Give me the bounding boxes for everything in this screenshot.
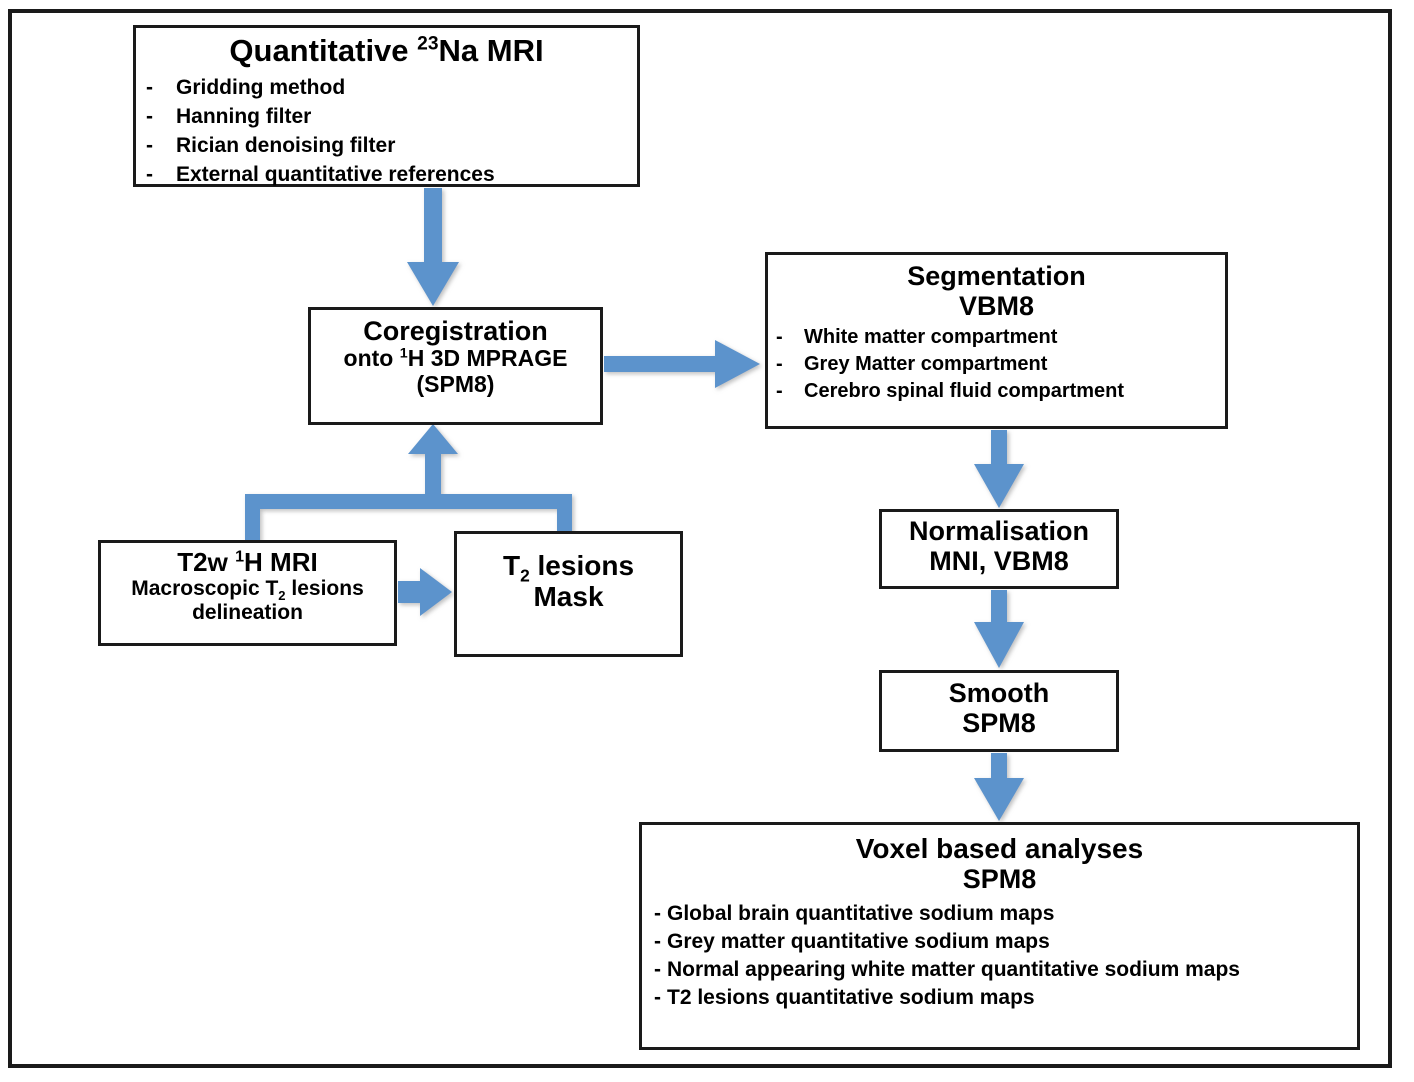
node-t2w-h-mri[interactable]: T2w 1H MRI Macroscopic T2 lesions deline… (98, 540, 397, 646)
bullet-dash: - (146, 75, 153, 99)
bullet-dash: - (776, 326, 783, 349)
node-smooth[interactable]: Smooth SPM8 (879, 670, 1119, 752)
voxel-subtitle: SPM8 (962, 864, 1037, 895)
bullet-dash: - (654, 901, 661, 925)
list-item: -Hanning filter (146, 104, 312, 128)
quantitative-bullet-list: -Gridding method -Hanning filter -Rician… (136, 75, 637, 188)
bullet-dash: - (654, 929, 661, 953)
node-voxel-based-analyses[interactable]: Voxel based analyses SPM8 -Global brain … (639, 822, 1360, 1050)
normalisation-subtitle: MNI, VBM8 (929, 546, 1069, 577)
bullet-dash: - (654, 957, 661, 981)
list-item: -Grey matter quantitative sodium maps (654, 929, 1050, 953)
list-item: -White matter compartment (776, 326, 1058, 349)
mask-line1: T2 lesions (502, 550, 635, 586)
normalisation-title: Normalisation (908, 516, 1090, 546)
node-t2-lesions-mask[interactable]: T2 lesions Mask (454, 531, 683, 657)
bullet-dash: - (654, 986, 661, 1010)
bullet-dash: - (146, 163, 153, 187)
list-item: -Gridding method (146, 75, 346, 99)
superscript-23: 23 (417, 33, 439, 55)
superscript-1: 1 (399, 345, 408, 362)
t2w-title: T2w 1H MRI (177, 547, 318, 577)
bullet-dash: - (776, 353, 783, 376)
t2w-line3: delineation (192, 600, 303, 624)
mask-line2: Mask (533, 581, 604, 613)
smooth-title: Smooth (948, 678, 1050, 708)
list-item: -Rician denoising filter (146, 134, 396, 158)
subscript-2: 2 (278, 588, 286, 604)
list-item: -Global brain quantitative sodium maps (654, 901, 1055, 925)
coregistration-line3: (SPM8) (416, 370, 495, 397)
bullet-dash: - (146, 134, 153, 158)
list-item: -Cerebro spinal fluid compartment (776, 380, 1125, 403)
coregistration-line2: onto 1H 3D MPRAGE (343, 345, 568, 372)
voxel-bullet-list: -Global brain quantitative sodium maps -… (642, 901, 1357, 1011)
segmentation-title: Segmentation (907, 261, 1086, 291)
list-item: -Normal appearing white matter quantitat… (654, 957, 1240, 981)
segmentation-bullet-list: -White matter compartment -Grey Matter c… (768, 325, 1225, 403)
node-coregistration[interactable]: Coregistration onto 1H 3D MPRAGE (SPM8) (308, 307, 603, 425)
node-normalisation[interactable]: Normalisation MNI, VBM8 (879, 509, 1119, 589)
node-quantitative-na-mri[interactable]: Quantitative 23Na MRI -Gridding method -… (133, 25, 640, 187)
subscript-2: 2 (520, 565, 530, 586)
list-item: -External quantitative references (146, 163, 495, 187)
smooth-subtitle: SPM8 (962, 708, 1036, 739)
node-segmentation[interactable]: Segmentation VBM8 -White matter compartm… (765, 252, 1228, 429)
list-item: -Grey Matter compartment (776, 353, 1048, 376)
superscript-1: 1 (235, 547, 245, 566)
list-item: -T2 lesions quantitative sodium maps (654, 986, 1035, 1010)
t2w-line2: Macroscopic T2 lesions (131, 577, 364, 604)
bullet-dash: - (776, 380, 783, 403)
bullet-dash: - (146, 104, 153, 128)
coregistration-title: Coregistration (363, 316, 548, 346)
quantitative-title: Quantitative 23Na MRI (229, 33, 544, 68)
voxel-title: Voxel based analyses (855, 833, 1144, 864)
segmentation-subtitle: VBM8 (958, 291, 1034, 322)
